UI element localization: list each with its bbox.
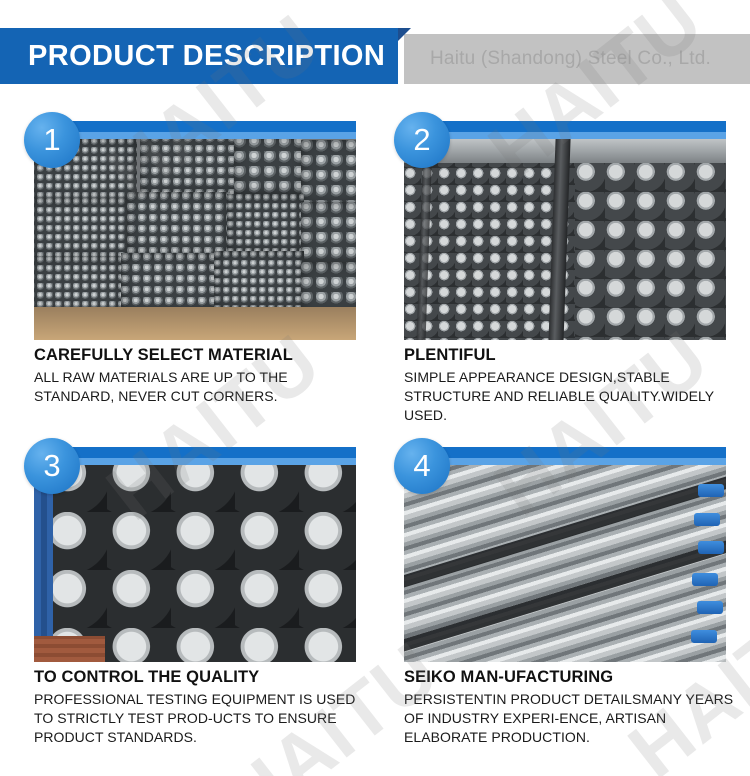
accent-bar-bottom <box>62 458 356 465</box>
step-number: 1 <box>43 122 61 157</box>
company-name-bar: Haitu (Shandong) Steel Co., Ltd. <box>404 34 750 84</box>
feature-photo-4 <box>404 460 726 662</box>
feature-photo-2 <box>404 134 726 340</box>
pipe-end-cap <box>696 601 723 615</box>
feature-body: PERSISTENTIN PRODUCT DETAILSMANY YEARS O… <box>404 691 734 745</box>
accent-bar-bottom <box>432 132 726 139</box>
feature-caption-3: TO CONTROL THE QUALITY PROFESSIONAL TEST… <box>34 668 364 746</box>
pipe-stack-image <box>34 134 356 340</box>
feature-caption-4: SEIKO MAN-UFACTURING PERSISTENTIN PRODUC… <box>404 668 750 746</box>
pipe-end-cap <box>693 512 720 526</box>
ribbon-fold-shape <box>398 28 411 41</box>
feature-title: PLENTIFUL <box>404 346 496 364</box>
large-pipe-ends-image <box>53 460 356 662</box>
feature-title: SEIKO MAN-UFACTURING <box>404 668 614 686</box>
pipe-end-cap <box>697 540 724 554</box>
feature-caption-1: CAREFULLY SELECT MATERIAL ALL RAW MATERI… <box>34 346 364 406</box>
accent-bar-top <box>432 447 726 458</box>
accent-bar <box>432 447 726 465</box>
accent-bar-top <box>62 447 356 458</box>
accent-bar <box>432 121 726 139</box>
step-number: 2 <box>413 122 431 157</box>
accent-bar-bottom <box>432 458 726 465</box>
pipe-end-cap <box>690 629 717 643</box>
blue-end-caps-group <box>649 460 726 662</box>
accent-bar-top <box>432 121 726 132</box>
feature-photo-3 <box>34 460 356 662</box>
accent-bar-top <box>62 121 356 132</box>
pipe-end-cap <box>698 484 725 498</box>
step-badge-2: 2 <box>394 112 450 168</box>
company-name: Haitu (Shandong) Steel Co., Ltd. <box>430 48 712 69</box>
feature-title: TO CONTROL THE QUALITY <box>34 668 260 686</box>
feature-body: ALL RAW MATERIALS ARE UP TO THE STANDARD… <box>34 369 288 405</box>
brick-ground <box>34 635 105 662</box>
feature-body: PROFESSIONAL TESTING EQUIPMENT IS USED T… <box>34 691 356 745</box>
step-badge-4: 4 <box>394 438 450 494</box>
page-title: PRODUCT DESCRIPTION <box>28 40 386 72</box>
pipe-end-cap <box>692 573 719 587</box>
feature-body: SIMPLE APPEARANCE DESIGN,STABLE STRUCTUR… <box>404 369 714 423</box>
page-title-bar: PRODUCT DESCRIPTION <box>0 28 398 84</box>
step-badge-3: 3 <box>24 438 80 494</box>
feature-caption-2: PLENTIFUL SIMPLE APPEARANCE DESIGN,STABL… <box>404 346 750 424</box>
step-number: 3 <box>43 448 61 483</box>
feature-photo-1 <box>34 134 356 340</box>
pipe-bundle-image-large <box>574 134 726 340</box>
step-badge-1: 1 <box>24 112 80 168</box>
feature-title: CAREFULLY SELECT MATERIAL <box>34 346 293 364</box>
header: Haitu (Shandong) Steel Co., Ltd. PRODUCT… <box>0 28 750 84</box>
accent-bar-bottom <box>62 132 356 139</box>
accent-bar <box>62 447 356 465</box>
accent-bar <box>62 121 356 139</box>
step-number: 4 <box>413 448 431 483</box>
ground-area <box>34 307 356 340</box>
